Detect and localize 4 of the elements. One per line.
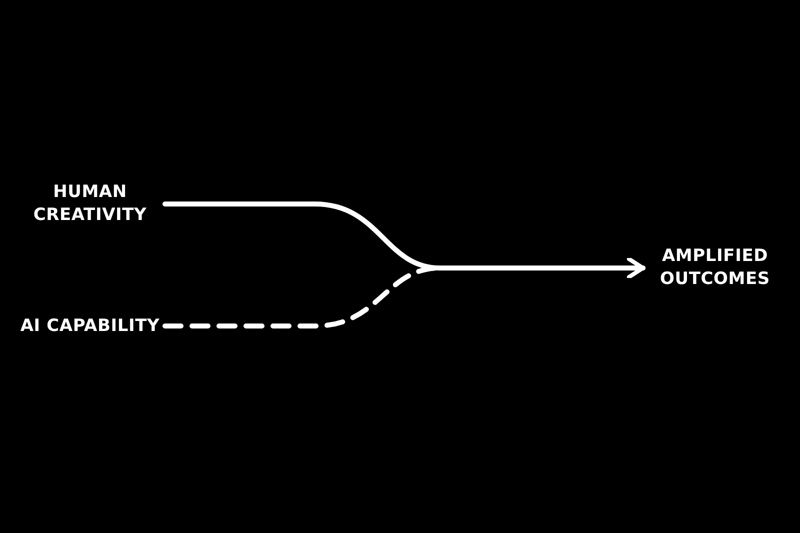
node-label: AI CAPABILITY: [20, 314, 160, 338]
node-label: HUMAN CREATIVITY: [32, 181, 148, 227]
node-label: AMPLIFIED OUTCOMES: [659, 245, 771, 291]
arrow: [162, 257, 646, 328]
